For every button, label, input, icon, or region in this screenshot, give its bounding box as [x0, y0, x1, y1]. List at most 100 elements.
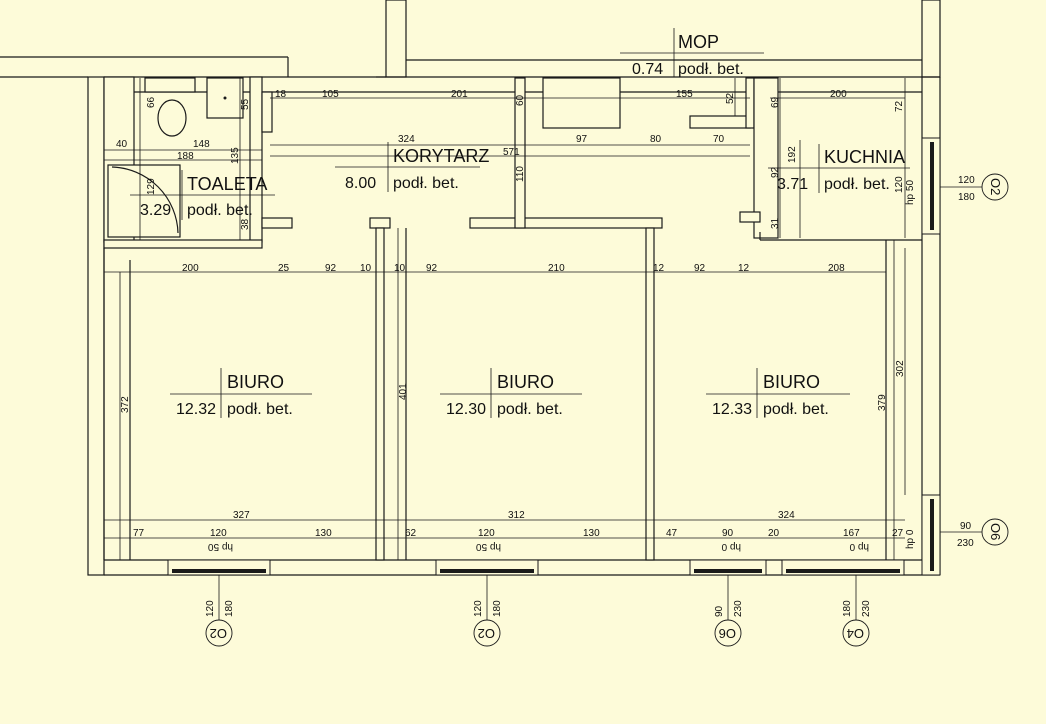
dim-label: 66	[146, 96, 157, 108]
dim-label: 155	[676, 89, 693, 100]
dim-label: 188	[177, 151, 194, 162]
dim-label: 10	[394, 263, 406, 274]
dim-label: 379	[877, 394, 888, 411]
windows	[167, 137, 941, 576]
window-tag-circle	[842, 619, 870, 647]
wall	[103, 239, 263, 249]
dim-label: 47	[666, 528, 678, 539]
dim-label: 69	[770, 96, 781, 108]
hp-label: hp 50	[905, 180, 916, 205]
vertical-dimension-labels: 66 55 60 52 69 72 135 129 38 110 192 92 …	[120, 92, 916, 549]
window-top-height: 180	[842, 600, 853, 617]
room-name: KUCHNIA	[824, 147, 905, 167]
room-name: BIURO	[763, 372, 820, 392]
dim-label: 92	[770, 166, 781, 178]
dim-label: 120	[210, 528, 227, 539]
window-sill-heights: hp 50 hp 50 hp 0 hp 0	[208, 541, 869, 552]
hp-label: hp 0	[721, 541, 741, 552]
drain-point	[223, 96, 227, 100]
window-sill	[172, 569, 266, 573]
dim-label: 72	[894, 100, 905, 112]
room-floor: podł. bet.	[497, 401, 563, 418]
window-bottom-height: 230	[861, 600, 872, 617]
wall	[753, 77, 779, 239]
room-label-korytarz: KORYTARZ 8.00 podł. bet.	[335, 142, 489, 192]
room-floor: podł. bet.	[678, 61, 744, 78]
dim-label: 167	[843, 528, 860, 539]
window-sill	[930, 499, 934, 571]
window-top-height: 90	[960, 521, 972, 532]
wall	[739, 211, 761, 223]
dim-label: 372	[120, 396, 131, 413]
dim-label: 105	[322, 89, 339, 100]
dim-label: 92	[426, 263, 438, 274]
dim-label: 77	[133, 528, 145, 539]
room-floor: podł. bet.	[824, 176, 890, 193]
window-tag-label: O2	[988, 178, 1003, 195]
window-top-height: 120	[473, 600, 484, 617]
hp-label: hp 0	[849, 541, 869, 552]
dim-label: 200	[830, 89, 847, 100]
walls	[0, 0, 941, 576]
wall	[369, 217, 391, 229]
window-bottom-height: 180	[224, 600, 235, 617]
dim-label: 120	[478, 528, 495, 539]
hp-label: hp 0	[905, 529, 916, 549]
window-tag-circle	[981, 173, 1009, 201]
toilet-tank	[144, 77, 196, 93]
dim-label: 31	[770, 217, 781, 229]
dim-label: 192	[787, 146, 798, 163]
window-bottom-height: 230	[733, 600, 744, 617]
dim-label: 135	[230, 147, 241, 164]
dim-label: 27	[892, 528, 904, 539]
room-name: TOALETA	[187, 174, 267, 194]
dim-label: 12	[738, 263, 750, 274]
room-area: 12.32	[176, 401, 216, 418]
window-tag: 180 230 O4	[842, 575, 872, 647]
wall	[385, 0, 407, 78]
room-name: BIURO	[227, 372, 284, 392]
dim-label: 80	[650, 134, 662, 145]
partition-wall	[645, 227, 655, 561]
room-floor: podł. bet.	[187, 202, 253, 219]
dim-label: 401	[398, 383, 409, 400]
dim-label: 38	[240, 218, 251, 230]
dim-label: 324	[778, 510, 795, 521]
room-name: KORYTARZ	[393, 146, 489, 166]
window-tag-circle	[473, 619, 501, 647]
dim-label: 10	[360, 263, 372, 274]
room-floor: podł. bet.	[763, 401, 829, 418]
room-floor: podł. bet.	[393, 175, 459, 192]
room-floor: podł. bet.	[227, 401, 293, 418]
window-tag: 120 180 O2	[940, 173, 1009, 203]
window-top-height: 90	[714, 605, 725, 617]
room-area: 8.00	[345, 175, 376, 192]
room-area: 12.33	[712, 401, 752, 418]
dim-label: 60	[515, 94, 526, 106]
room-area: 12.30	[446, 401, 486, 418]
dim-label: 70	[713, 134, 725, 145]
dim-label: 20	[768, 528, 780, 539]
window-tag: 90 230 O6	[714, 575, 744, 647]
room-label-biuro-3: BIURO 12.33 podł. bet.	[706, 368, 850, 418]
dim-label: 62	[405, 528, 417, 539]
wall	[921, 0, 941, 78]
window-bottom-height: 230	[957, 538, 974, 549]
window-tags-right: 120 180 O2 90 230 O6	[940, 173, 1009, 549]
window-tag-circle	[714, 619, 742, 647]
window-sill	[694, 569, 762, 573]
window-tag: 120 180 O2	[473, 575, 503, 647]
dim-label: 130	[315, 528, 332, 539]
window-tag-label: O2	[478, 626, 495, 641]
window-tag-label: O4	[847, 626, 864, 641]
room-name: MOP	[678, 32, 719, 52]
dim-label: 571	[503, 147, 520, 158]
room-area: 3.29	[140, 202, 171, 219]
window-tag: 120 180 O2	[205, 575, 235, 647]
room-area: 0.74	[632, 61, 663, 78]
hp-label: hp 50	[208, 541, 233, 552]
dim-label: 201	[451, 89, 468, 100]
partition-wall	[375, 227, 385, 561]
window-top-height: 120	[958, 175, 975, 186]
